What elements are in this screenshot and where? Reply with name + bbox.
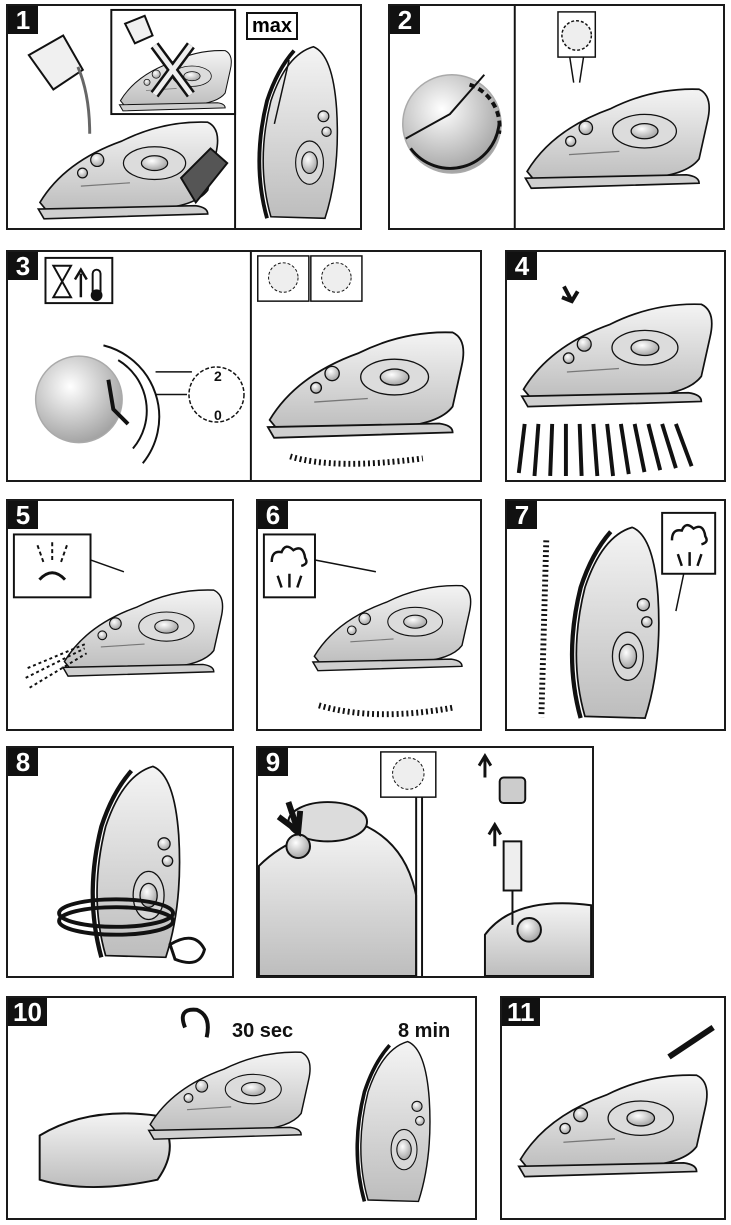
water-jug-icon xyxy=(29,35,90,133)
steam-shot-icon xyxy=(264,534,315,597)
step-number: 2 xyxy=(390,6,420,34)
cooling-time-30-label: 30 sec xyxy=(232,1020,293,1043)
step-7-panel: 7 xyxy=(505,499,726,731)
vertical-steam-burst-illustration xyxy=(507,252,724,480)
cooling-time-8-label: 8 min xyxy=(398,1020,450,1043)
fill-water-illustration xyxy=(8,6,360,228)
step-2-panel: 2 xyxy=(388,4,725,230)
storage-position-illustration xyxy=(502,998,724,1218)
step-11-panel: 11 xyxy=(500,996,726,1220)
step-number: 10 xyxy=(8,998,47,1026)
spray-icon xyxy=(14,534,91,597)
dial-label-0: 0 xyxy=(214,407,222,423)
step-number: 1 xyxy=(8,6,38,34)
step-number: 5 xyxy=(8,501,38,529)
step-1-panel: 1 max xyxy=(6,4,362,230)
spray-illustration xyxy=(8,501,232,729)
step-5-panel: 5 xyxy=(6,499,234,731)
step-number: 8 xyxy=(8,748,38,776)
steam-shot-illustration xyxy=(258,501,480,729)
max-label: max xyxy=(246,12,298,40)
steam-setting-illustration xyxy=(8,252,480,480)
step-number: 3 xyxy=(8,252,38,280)
step-number: 6 xyxy=(258,501,288,529)
step-10-panel: 10 30 sec 8 min xyxy=(6,996,477,1220)
vertical-steam-shot-illustration xyxy=(507,501,724,729)
step-number: 9 xyxy=(258,748,288,776)
step-number: 11 xyxy=(502,998,540,1026)
step-number: 4 xyxy=(507,252,537,280)
anti-calc-valve-icon xyxy=(500,777,526,924)
step-number: 7 xyxy=(507,501,537,529)
anti-calc-cleaning-illustration xyxy=(258,748,592,976)
step-9-panel: 9 xyxy=(256,746,594,978)
dial-label-2: 2 xyxy=(214,368,222,384)
step-4-panel: 4 xyxy=(505,250,726,482)
step-3-panel: 3 2 0 xyxy=(6,250,482,482)
cord-storage-illustration xyxy=(8,748,232,976)
press-arrow-icon xyxy=(562,286,578,301)
temperature-dial-illustration xyxy=(390,6,723,228)
step-6-panel: 6 xyxy=(256,499,482,731)
calc-clean-dial-icon xyxy=(381,752,436,797)
steam-shot-icon xyxy=(662,513,715,574)
step-8-panel: 8 xyxy=(6,746,234,978)
